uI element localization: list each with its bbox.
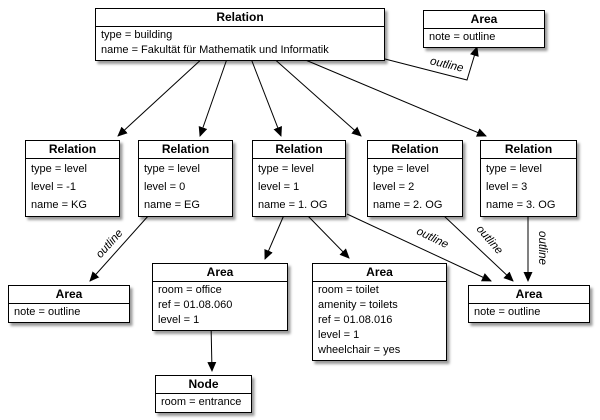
tag-row: note = outline — [429, 31, 496, 43]
node-title: Relation — [368, 141, 462, 159]
tag-row: type = level — [31, 163, 87, 175]
node-relation-level-kg: Relation type = level level = -1 name = … — [25, 140, 120, 217]
tag-row: room = office — [158, 284, 222, 296]
edge-1og-office — [264, 214, 285, 260]
tag-row: name = Fakultät für Mathematik und Infor… — [101, 44, 329, 56]
tag-row: note = outline — [474, 306, 541, 318]
node-title: Relation — [96, 9, 384, 27]
edge-label-outline-1og: outline — [414, 225, 450, 251]
edge-office-node — [207, 322, 217, 372]
node-title: Relation — [481, 141, 576, 159]
tag-row: ref = 01.08.060 — [158, 299, 233, 311]
node-relation-level-2og: Relation type = level level = 2 name = 2… — [367, 140, 463, 217]
tag-row: type = level — [144, 163, 200, 175]
node-area-office: Area room = office ref = 01.08.060 level… — [152, 263, 288, 331]
edge-1og-outline-right — [346, 213, 492, 282]
edge-1og-toilet — [306, 214, 350, 259]
node-relation-level-eg: Relation type = level level = 0 name = E… — [138, 140, 233, 217]
tag-row: level = 0 — [144, 181, 186, 193]
tag-row: name = EG — [144, 199, 200, 211]
tag-row: type = building — [101, 29, 173, 41]
tag-row: level = 3 — [486, 181, 528, 193]
node-relation-level-1og: Relation type = level level = 1 name = 1… — [252, 140, 346, 217]
node-title: Area — [313, 264, 446, 282]
node-relation-building: Relation type = building name = Fakultät… — [95, 8, 385, 61]
node-area-outline-left: Area note = outline — [8, 285, 130, 323]
tag-row: level = 1 — [318, 329, 360, 341]
tag-row: name = KG — [31, 199, 87, 211]
node-entrance: Node room = entrance — [155, 375, 252, 413]
tag-row: level = 2 — [373, 181, 415, 193]
tag-row: name = 2. OG — [373, 199, 443, 211]
tag-row: type = level — [373, 163, 429, 175]
tag-row: note = outline — [14, 306, 81, 318]
node-title: Relation — [253, 141, 345, 159]
tag-row: ref = 01.08.016 — [318, 314, 393, 326]
node-title: Area — [469, 286, 589, 304]
node-relation-level-3og: Relation type = level level = 3 name = 3… — [480, 140, 577, 217]
edge-eg-outline-left — [89, 214, 150, 282]
node-title: Relation — [139, 141, 232, 159]
tag-row: name = 1. OG — [258, 199, 328, 211]
node-title: Area — [9, 286, 129, 304]
edge-label-outline-left: outline — [94, 227, 126, 260]
tag-row: type = level — [486, 163, 542, 175]
tag-row: amenity = toilets — [318, 299, 398, 311]
edge-building-3og — [295, 55, 487, 137]
node-title: Area — [153, 264, 287, 282]
tag-row: name = 3. OG — [486, 199, 556, 211]
node-title: Node — [156, 376, 251, 394]
edge-2og-outline-right — [442, 214, 514, 282]
tag-row: level = 1 — [158, 314, 200, 326]
node-area-outline-right: Area note = outline — [468, 285, 590, 323]
node-area-outline-top: Area note = outline — [423, 10, 545, 48]
tag-row: wheelchair = yes — [318, 344, 401, 356]
edge-building-2og — [270, 55, 362, 137]
tag-row: type = level — [258, 163, 314, 175]
tag-row: level = 1 — [258, 181, 300, 193]
node-title: Relation — [26, 141, 119, 159]
tag-row: level = -1 — [31, 181, 76, 193]
tag-row: room = toilet — [318, 284, 379, 296]
edge-building-outline-top — [384, 46, 479, 81]
edge-label-outline-3og: outline — [536, 231, 548, 265]
edge-building-eg — [198, 55, 229, 137]
tag-row: room = entrance — [161, 396, 242, 408]
edge-label-outline-2og: outline — [474, 223, 505, 256]
edge-building-kg — [117, 55, 206, 137]
node-title: Area — [424, 11, 544, 29]
edge-building-1og — [249, 55, 282, 137]
node-area-toilet: Area room = toilet amenity = toilets ref… — [312, 263, 447, 361]
